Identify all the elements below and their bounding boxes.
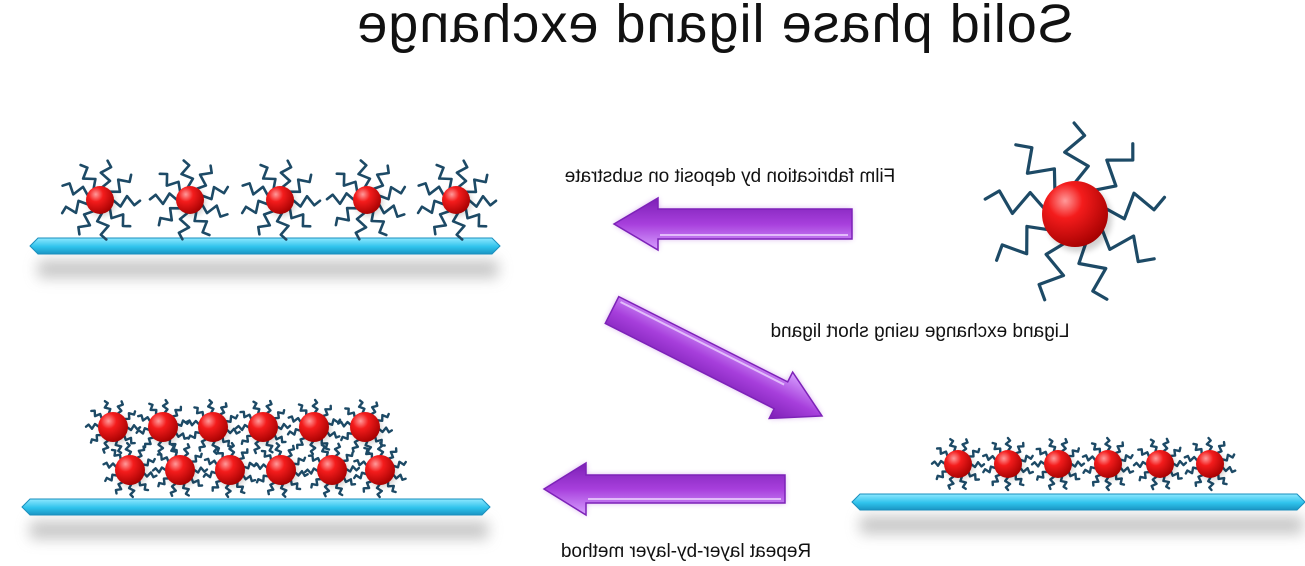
arrow-icon (604, 295, 824, 420)
nanocrystal-icon (1183, 436, 1237, 492)
nanocrystal-icon (930, 438, 986, 490)
nanocrystal-icon (253, 442, 309, 498)
nanocrystal-icon (135, 398, 191, 456)
diagram-title: Solid phase ligand exchange (356, 0, 1074, 54)
nanocrystal-icon (1081, 436, 1135, 492)
nanocrystal-icon (102, 441, 158, 499)
nanocrystal-icon (1030, 437, 1086, 491)
substrates (21, 237, 1305, 539)
nanocrystal-icon (982, 436, 1035, 492)
nanocrystal-icon (983, 121, 1167, 302)
nanocrystal-icon (353, 441, 407, 499)
nanocrystal-icon (202, 441, 258, 499)
process-arrows (542, 196, 853, 517)
nanocrystal-icon (325, 159, 407, 241)
arrow-icon (542, 461, 786, 517)
nanocrystal-icon (240, 159, 322, 241)
step1-label: Film fabrication by deposit on substrate (565, 166, 896, 187)
nanocrystal-icon (60, 159, 142, 241)
nanocrystal-icon (337, 399, 393, 455)
nanocrystal-icon (286, 398, 342, 456)
nanocrystal-icon (84, 400, 142, 454)
nanocrystal-icon (151, 443, 209, 497)
arrow-icon (612, 196, 853, 252)
substrate-icon (29, 237, 501, 278)
nanocrystal-icon (148, 159, 230, 241)
step3-label: Repeat layer-by-layer method (561, 541, 811, 562)
nanoparticle-groups (60, 121, 1237, 499)
nanocrystal-icon (1132, 437, 1188, 491)
nanocrystal-icon (416, 159, 498, 241)
substrate-icon (851, 493, 1305, 534)
substrate-icon (21, 498, 491, 539)
nanocrystal-icon (303, 442, 361, 498)
nanocrystal-icon (234, 399, 292, 455)
nanocrystal-icon (185, 399, 241, 455)
step2-label: Ligand exchange using short ligand (771, 321, 1070, 342)
